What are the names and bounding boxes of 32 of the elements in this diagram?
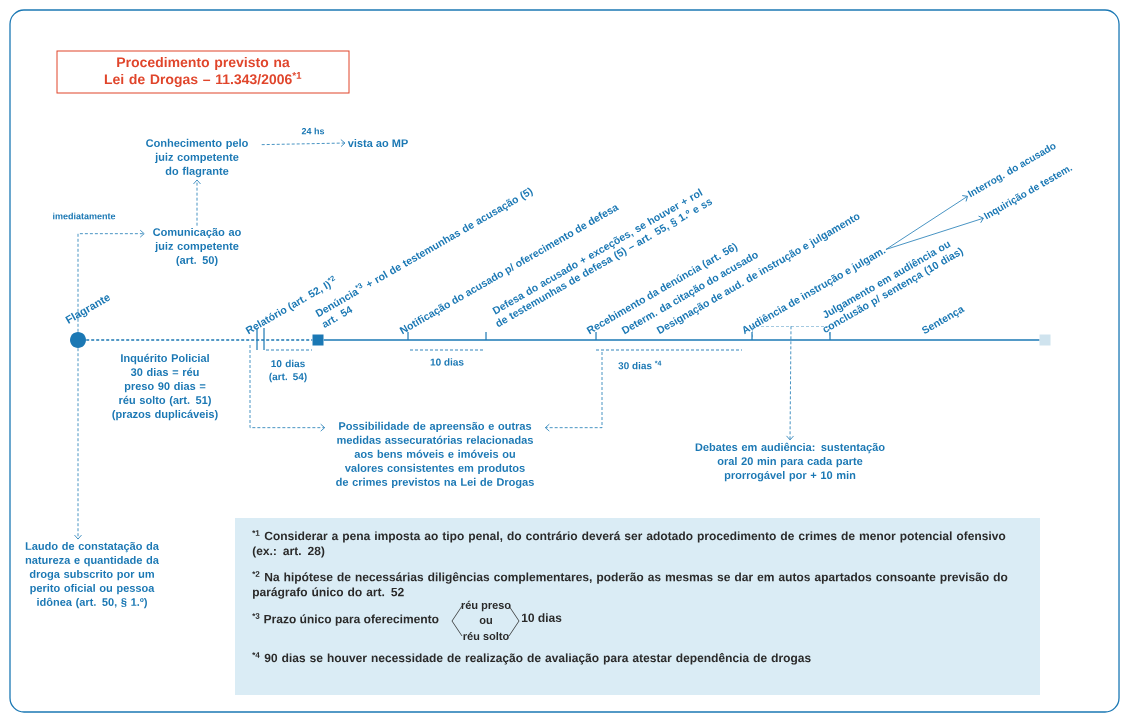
- arrow: [544, 351, 603, 432]
- info-text: Laudo de constatação da natureza e quantidade da droga subscrito por um perito oficial ou pessoa idônea (art. 50, § 1.º): [25, 541, 159, 609]
- footnote: $^{*3}$ Prazo único para oferecimento: [252, 613, 439, 626]
- arrow: [249, 344, 326, 432]
- footnote-text: réu solto: [463, 631, 509, 641]
- info-text: Debates em audiência: sustentação oral 20 min para cada parte prorrogável por + 10 min: [695, 442, 885, 482]
- footnote-text: réu preso: [461, 600, 511, 612]
- footnote-text: ou: [479, 618, 492, 624]
- arrow: [193, 179, 201, 227]
- step-text: Conhecimento pelo juiz competente do flagrante: [146, 138, 248, 178]
- arrow: [261, 139, 346, 147]
- duration-label: 10 dias: [430, 358, 464, 366]
- arrow: [74, 347, 82, 540]
- title-box: Procedimento previsto na Lei de Drogas – 11.343/2006$^{*1}$: [56, 50, 350, 94]
- info-text: Possibilidade de apreensão e outras medidas assecuratórias relacionadas aos bens móveis e imóveis ou valores consistentes em produtos de crimes previstos na Lei de Drogas: [336, 421, 534, 489]
- timeline-square: [1039, 334, 1051, 346]
- step-text: Comunicação ao juiz competente (art. 50): [153, 227, 241, 267]
- edge-label: imediatamente: [53, 212, 116, 220]
- edge-label: 24 hs: [301, 127, 325, 135]
- arrow: [786, 325, 794, 441]
- step-text: vista ao MP: [347, 138, 408, 148]
- arrow: [77, 229, 145, 333]
- timeline-square: [312, 334, 324, 346]
- footnote: $^{*1}$ Considerar a pena imposta ao tipo penal, do contrário deverá ser adotado procedimento de crimes de menor potencial ofensivo (ex.: art. 28): [252, 530, 1006, 558]
- start-dot: [70, 332, 86, 348]
- arrow: [885, 215, 984, 250]
- footnote: $^{*4}$ 90 dias se houver necessidade de realização de avaliação para atestar dependência de drogas: [252, 652, 811, 665]
- duration-label: 30 dias $^{*4}$: [618, 360, 662, 370]
- arrow: [885, 195, 968, 250]
- footnote: $^{*2}$ Na hipótese de necessárias diligências complementares, poderão as mesmas se dar em autos apartados consoante previsão do parágrafo único do art. 52: [252, 571, 1008, 599]
- duration-label: 10 dias (art. 54): [269, 359, 307, 383]
- footnote-text: 10 dias: [521, 613, 562, 622]
